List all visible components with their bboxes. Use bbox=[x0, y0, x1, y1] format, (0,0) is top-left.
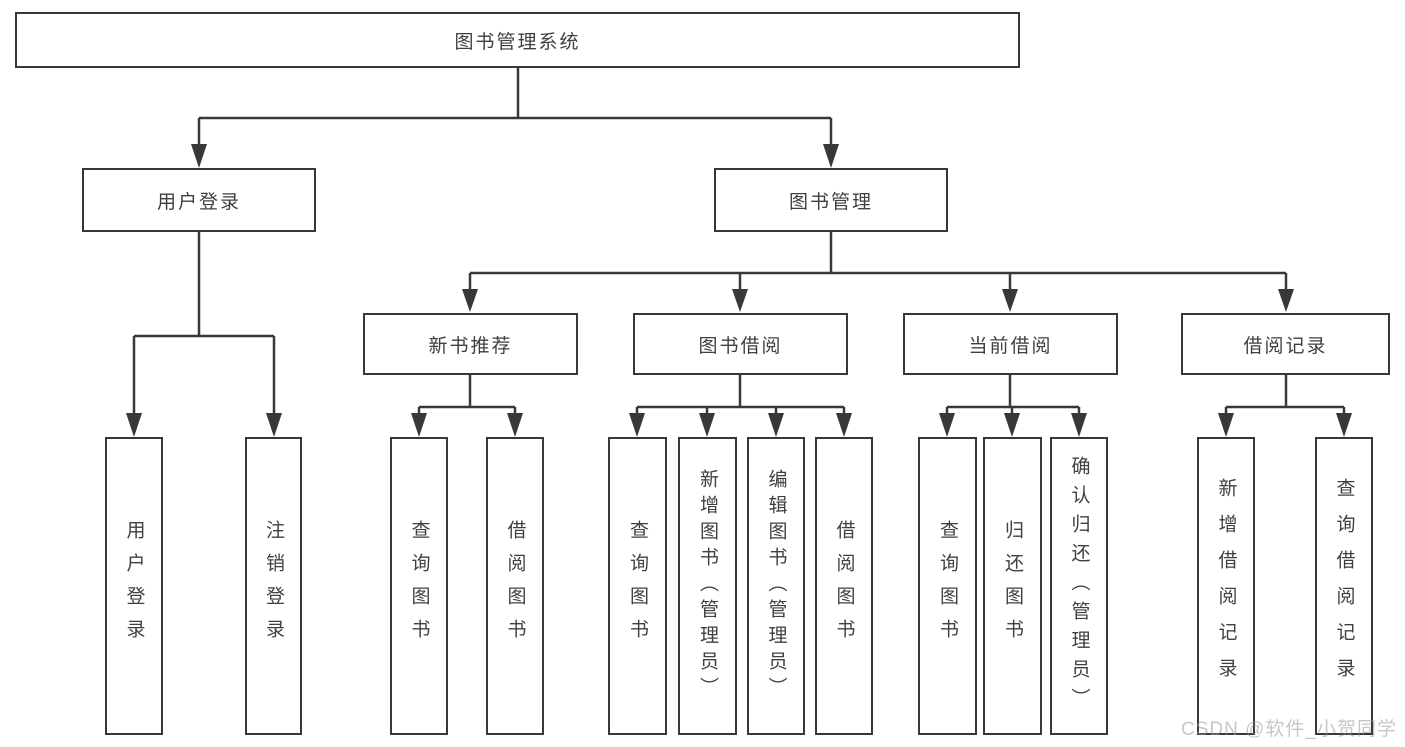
node-current-borrow: 当前借阅 bbox=[903, 313, 1118, 375]
node-label: 用户登录 bbox=[123, 520, 145, 652]
node-label: 查询图书 bbox=[937, 520, 958, 652]
leaf-add-books-admin: 新增图书（管理员） bbox=[678, 437, 737, 735]
node-library-system: 图书管理系统 bbox=[15, 12, 1020, 68]
node-label: 借阅图书 bbox=[504, 520, 526, 652]
leaf-add-borrow-record: 新增借阅记录 bbox=[1197, 437, 1255, 735]
node-label: 查询借阅记录 bbox=[1333, 478, 1355, 694]
node-label: 查询图书 bbox=[627, 520, 648, 652]
node-user-login: 用户登录 bbox=[82, 168, 316, 232]
arrowhead-icons bbox=[126, 144, 1352, 437]
leaf-user-login: 用户登录 bbox=[105, 437, 163, 735]
node-book-borrow: 图书借阅 bbox=[633, 313, 848, 375]
leaf-query-books-2: 查询图书 bbox=[608, 437, 667, 735]
node-label: 借阅记录 bbox=[1243, 335, 1328, 357]
node-label: 注销登录 bbox=[263, 520, 284, 652]
node-label: 借阅图书 bbox=[833, 520, 855, 652]
leaf-query-borrow-record: 查询借阅记录 bbox=[1315, 437, 1373, 735]
leaf-logout: 注销登录 bbox=[245, 437, 302, 735]
leaf-borrow-books-2: 借阅图书 bbox=[815, 437, 873, 735]
node-book-management: 图书管理 bbox=[714, 168, 948, 232]
node-new-book-recommend: 新书推荐 bbox=[363, 313, 578, 375]
leaf-query-books-3: 查询图书 bbox=[918, 437, 977, 735]
node-label: 图书管理系统 bbox=[454, 31, 581, 53]
leaf-borrow-books-1: 借阅图书 bbox=[486, 437, 544, 735]
node-label: 确认归还（管理员） bbox=[1068, 455, 1090, 717]
csdn-watermark: CSDN @软件_小贺同学 bbox=[1181, 719, 1397, 740]
node-borrow-record: 借阅记录 bbox=[1181, 313, 1390, 375]
leaf-edit-books-admin: 编辑图书（管理员） bbox=[747, 437, 805, 735]
node-label: 查询图书 bbox=[408, 520, 430, 652]
leaf-confirm-return-admin: 确认归还（管理员） bbox=[1050, 437, 1108, 735]
node-label: 新书推荐 bbox=[428, 335, 513, 357]
node-label: 编辑图书（管理员） bbox=[765, 469, 787, 703]
node-label: 图书管理 bbox=[788, 191, 873, 213]
leaf-query-books-1: 查询图书 bbox=[390, 437, 448, 735]
node-label: 用户登录 bbox=[156, 191, 241, 213]
leaf-return-books: 归还图书 bbox=[983, 437, 1042, 735]
node-label: 新增图书（管理员） bbox=[697, 469, 718, 703]
node-label: 当前借阅 bbox=[968, 335, 1053, 357]
node-label: 新增借阅记录 bbox=[1215, 478, 1237, 694]
node-label: 归还图书 bbox=[1002, 520, 1023, 652]
node-label: 图书借阅 bbox=[698, 335, 783, 357]
